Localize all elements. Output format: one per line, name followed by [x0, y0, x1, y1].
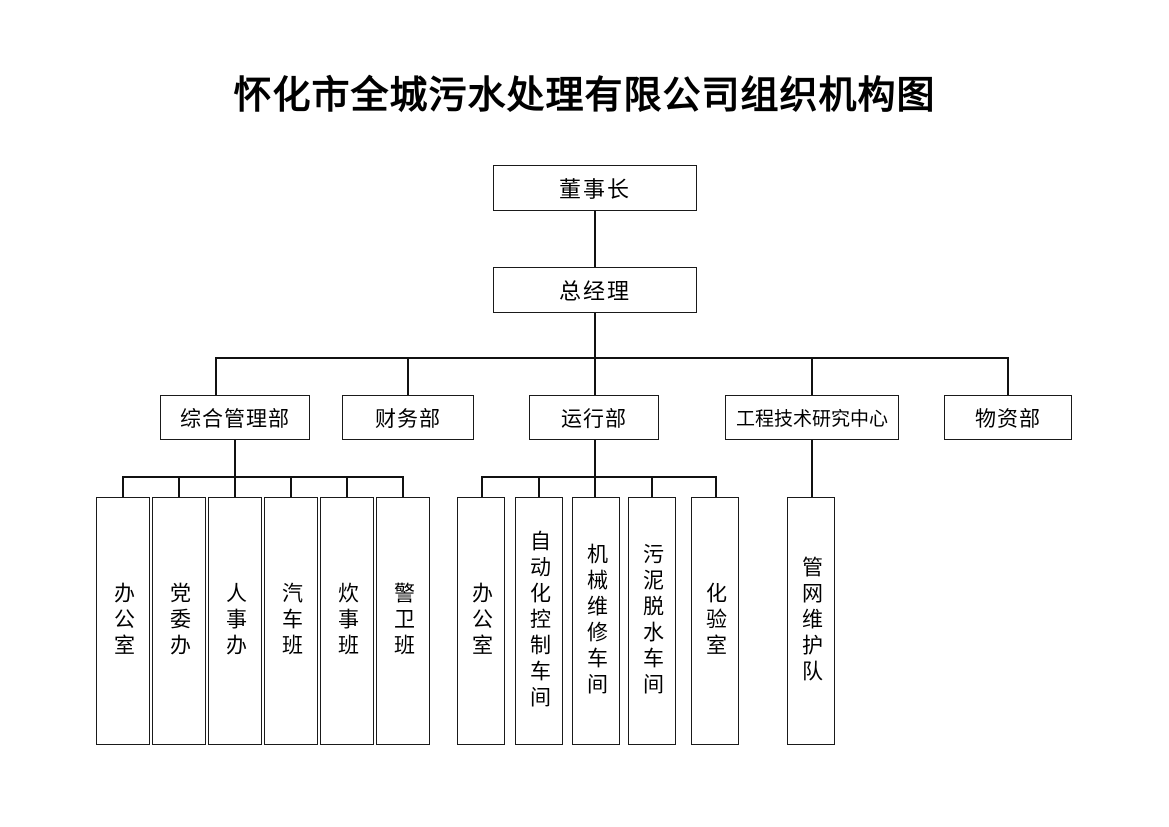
connector-drop-admin-hr [234, 476, 237, 497]
connector-drop-ops-sludge [651, 476, 654, 497]
connector-drop-ops-lab [715, 476, 718, 497]
connector-drop-dept-materials [1007, 357, 1010, 395]
connector-dept-engineering-to-pipeline-team [811, 440, 814, 497]
connector-dept-admin-stem [234, 440, 237, 478]
node-dept-engineering-research-center[interactable]: 工程技术研究中心 [725, 395, 899, 440]
connector-drop-dept-finance [407, 357, 410, 395]
node-admin-vehicle-team[interactable]: 汽车班 [264, 497, 318, 745]
node-dept-engineering-research-center-label: 工程技术研究中心 [735, 408, 888, 430]
connector-drop-admin-vehicle [290, 476, 293, 497]
node-admin-canteen-team-label: 炊事班 [335, 582, 360, 660]
node-ops-sludge-dewatering-workshop[interactable]: 污泥脱水车间 [628, 497, 676, 745]
connector-drop-ops-automation [538, 476, 541, 497]
connector-drop-dept-engineering [811, 357, 814, 395]
node-ops-laboratory-label: 化验室 [703, 582, 728, 660]
connector-department-bus [215, 357, 1009, 360]
connector-drop-dept-operations [594, 357, 597, 395]
node-chairman-label: 董事长 [558, 178, 631, 203]
connector-dept-operations-stem [594, 440, 597, 478]
page-title: 怀化市全城污水处理有限公司组织机构图 [233, 72, 936, 117]
node-admin-hr-office[interactable]: 人事办 [208, 497, 262, 745]
node-dept-materials[interactable]: 物资部 [944, 395, 1072, 440]
node-ops-laboratory[interactable]: 化验室 [691, 497, 739, 745]
connector-chairman-to-general-manager [594, 211, 597, 267]
node-admin-party-committee-office[interactable]: 党委办 [152, 497, 206, 745]
connector-drop-ops-office [481, 476, 484, 497]
node-eng-pipeline-maintenance-team-label: 管网维护队 [799, 556, 824, 686]
connector-admin-units-bus [122, 476, 403, 479]
node-admin-canteen-team[interactable]: 炊事班 [320, 497, 374, 745]
node-dept-comprehensive-management-label: 综合管理部 [180, 406, 290, 431]
connector-drop-admin-canteen [346, 476, 349, 497]
node-dept-finance[interactable]: 财务部 [342, 395, 474, 440]
node-ops-automation-control-workshop-label: 自动化控制车间 [527, 530, 552, 712]
node-ops-mechanical-maintenance-workshop-label: 机械维修车间 [584, 543, 609, 699]
connector-operations-units-bus [481, 476, 716, 479]
connector-drop-admin-office [122, 476, 125, 497]
node-admin-hr-office-label: 人事办 [223, 582, 248, 660]
node-dept-comprehensive-management[interactable]: 综合管理部 [160, 395, 310, 440]
node-admin-party-committee-office-label: 党委办 [167, 582, 192, 660]
connector-drop-ops-maintenance [594, 476, 597, 497]
node-ops-office[interactable]: 办公室 [457, 497, 505, 745]
node-dept-finance-label: 财务部 [375, 406, 441, 431]
connector-drop-admin-party [178, 476, 181, 497]
node-admin-vehicle-team-label: 汽车班 [279, 582, 304, 660]
node-ops-office-label: 办公室 [469, 582, 494, 660]
connector-general-manager-stem [594, 313, 597, 359]
node-ops-automation-control-workshop[interactable]: 自动化控制车间 [515, 497, 563, 745]
node-general-manager-label: 总经理 [558, 280, 631, 305]
node-admin-security-team[interactable]: 警卫班 [376, 497, 430, 745]
connector-drop-dept-admin [215, 357, 218, 395]
node-dept-materials-label: 物资部 [975, 406, 1041, 431]
node-dept-operations-label: 运行部 [561, 406, 627, 431]
connector-drop-admin-security [402, 476, 405, 497]
node-general-manager[interactable]: 总经理 [493, 267, 697, 313]
node-dept-operations[interactable]: 运行部 [529, 395, 659, 440]
node-ops-mechanical-maintenance-workshop[interactable]: 机械维修车间 [572, 497, 620, 745]
node-admin-security-team-label: 警卫班 [391, 582, 416, 660]
node-admin-office[interactable]: 办公室 [96, 497, 150, 745]
node-eng-pipeline-maintenance-team[interactable]: 管网维护队 [787, 497, 835, 745]
node-admin-office-label: 办公室 [111, 582, 136, 660]
node-chairman[interactable]: 董事长 [493, 165, 697, 211]
node-ops-sludge-dewatering-workshop-label: 污泥脱水车间 [640, 543, 665, 699]
